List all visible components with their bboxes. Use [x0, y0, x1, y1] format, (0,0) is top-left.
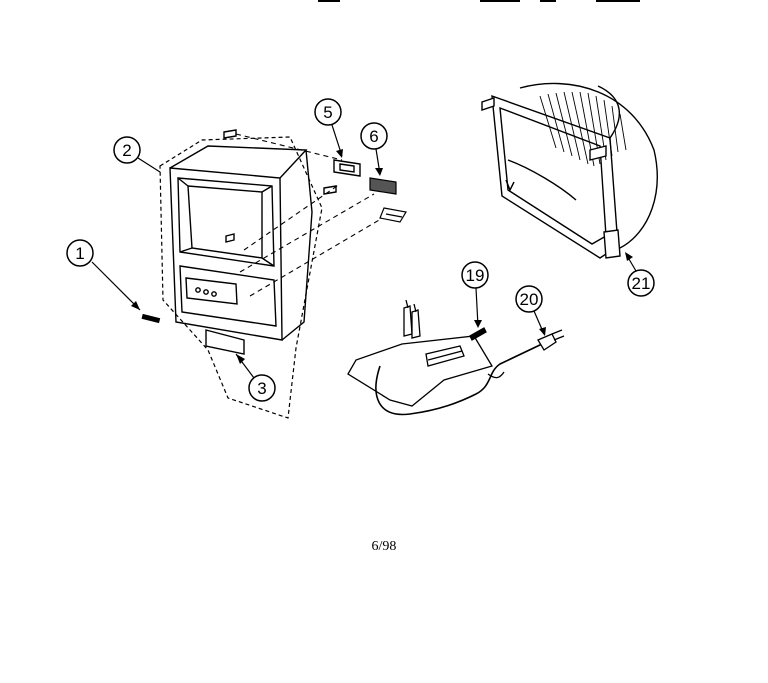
front-cabinet — [159, 129, 337, 419]
callout-21-label: 21 — [632, 274, 651, 293]
callout-1-label: 1 — [75, 244, 84, 263]
callout-5: 5 — [314, 98, 343, 158]
door-panel-part — [205, 329, 245, 355]
button-frame-part — [333, 159, 361, 177]
callout-3-label: 3 — [257, 379, 266, 398]
callout-5-label: 5 — [323, 103, 332, 122]
callout-19-label: 19 — [466, 266, 485, 285]
callout-2: 2 — [113, 136, 161, 173]
projection-lines — [235, 133, 387, 297]
callout-20: 20 — [515, 285, 546, 336]
push-button-part — [369, 177, 407, 223]
callout-1: 1 — [66, 239, 141, 311]
chassis-board — [347, 299, 565, 416]
callout-6-label: 6 — [369, 127, 378, 146]
callout-19: 19 — [461, 261, 489, 328]
callout-20-label: 20 — [520, 290, 539, 309]
badge-part — [141, 313, 161, 324]
callout-3: 3 — [235, 353, 276, 402]
page-code: 6/98 — [371, 539, 397, 554]
callout-6: 6 — [360, 122, 388, 176]
rear-cabinet — [481, 82, 658, 259]
callout-21: 21 — [625, 252, 655, 297]
callout-2-label: 2 — [122, 141, 131, 160]
